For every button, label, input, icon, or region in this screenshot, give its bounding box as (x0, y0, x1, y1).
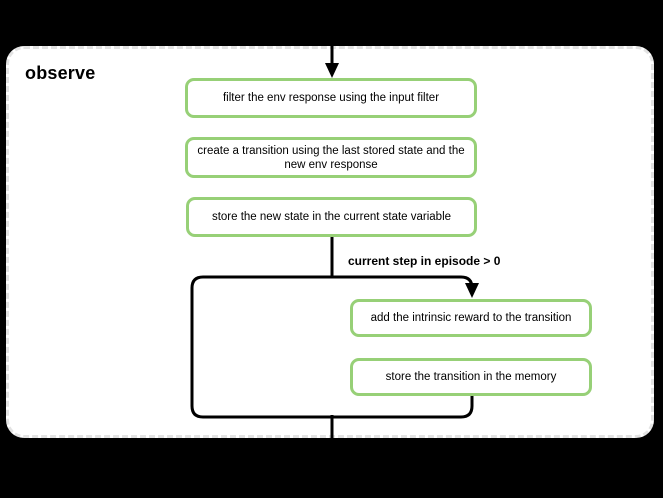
flow-node-label: store the new state in the current state… (211, 211, 452, 223)
condition-label: current step in episode > 0 (348, 254, 501, 268)
flow-node-create-transition: create a transition using the last store… (185, 137, 477, 178)
flow-node-add-intrinsic-reward: add the intrinsic reward to the transiti… (350, 299, 592, 337)
flow-node-label: filter the env response using the input … (222, 92, 440, 104)
flow-node-label: create a transition using the last store… (197, 144, 465, 171)
flow-node-label: add the intrinsic reward to the transiti… (370, 312, 572, 324)
flow-node-store-new-state: store the new state in the current state… (186, 197, 477, 237)
flow-node-label: store the transition in the memory (385, 371, 557, 383)
flow-node-filter-env-response: filter the env response using the input … (185, 78, 477, 118)
group-title: observe (25, 63, 96, 83)
flow-node-store-transition: store the transition in the memory (350, 358, 592, 396)
